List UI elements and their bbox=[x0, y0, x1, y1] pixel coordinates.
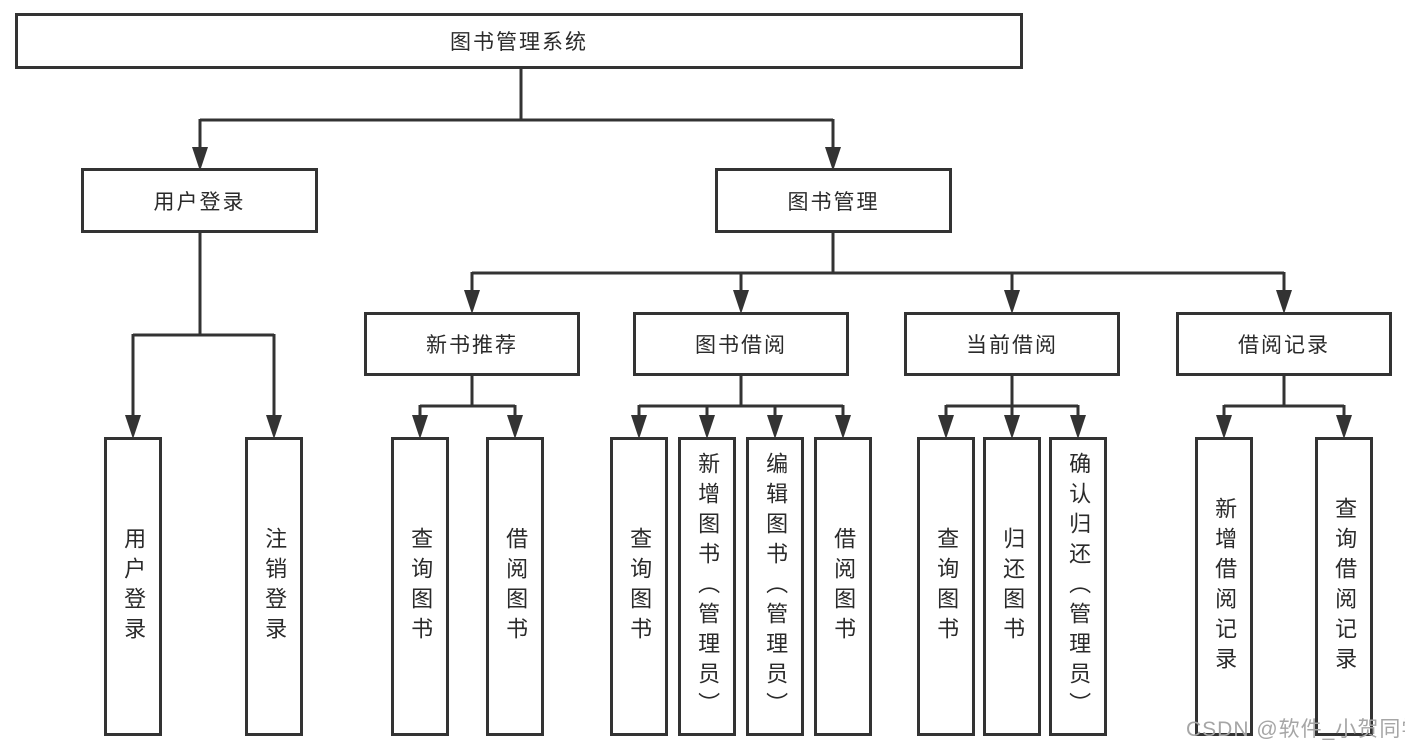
leaf-borrowing-query-books: 查询图书 bbox=[610, 437, 668, 736]
node-root-label: 图书管理系统 bbox=[450, 31, 588, 54]
csdn-watermark: CSDN @软件_小贺同学 bbox=[1186, 718, 1405, 741]
node-book-management-label: 图书管理 bbox=[787, 190, 880, 214]
leaf-recommend-query-books-label: 查询图书 bbox=[408, 526, 434, 647]
leaf-recommend-borrow-books-label: 借阅图书 bbox=[503, 526, 529, 647]
leaf-records-add-record: 新增借阅记录 bbox=[1195, 437, 1253, 736]
node-book-management: 图书管理 bbox=[715, 168, 952, 233]
leaf-borrowing-query-books-label: 查询图书 bbox=[627, 526, 653, 647]
leaf-current-return-books: 归还图书 bbox=[983, 437, 1041, 736]
leaf-current-confirm-return-admin: 确认归还（管理员） bbox=[1049, 437, 1107, 736]
node-book-borrowing-label: 图书借阅 bbox=[695, 334, 787, 357]
node-current-borrowing: 当前借阅 bbox=[904, 312, 1120, 376]
leaf-logout-label: 注销登录 bbox=[262, 526, 288, 647]
leaf-current-query-books: 查询图书 bbox=[917, 437, 975, 736]
node-current-borrowing-label: 当前借阅 bbox=[966, 334, 1058, 357]
node-user-login: 用户登录 bbox=[81, 168, 318, 233]
leaf-current-confirm-return-admin-label: 确认归还（管理员） bbox=[1066, 451, 1092, 722]
leaf-current-query-books-label: 查询图书 bbox=[934, 526, 960, 647]
node-new-book-recommend-label: 新书推荐 bbox=[426, 334, 518, 357]
node-borrow-records: 借阅记录 bbox=[1176, 312, 1392, 376]
leaf-borrowing-edit-books-admin-label: 编辑图书（管理员） bbox=[763, 451, 789, 722]
leaf-user-login: 用户登录 bbox=[104, 437, 162, 736]
node-book-borrowing: 图书借阅 bbox=[633, 312, 849, 376]
leaf-user-login-label: 用户登录 bbox=[121, 526, 147, 647]
leaf-recommend-borrow-books: 借阅图书 bbox=[486, 437, 544, 736]
node-user-login-label: 用户登录 bbox=[153, 190, 246, 214]
leaf-records-query-record-label: 查询借阅记录 bbox=[1332, 496, 1358, 677]
node-root: 图书管理系统 bbox=[15, 13, 1023, 69]
leaf-current-return-books-label: 归还图书 bbox=[1000, 526, 1026, 647]
leaf-logout: 注销登录 bbox=[245, 437, 303, 736]
leaf-recommend-query-books: 查询图书 bbox=[391, 437, 449, 736]
leaf-borrowing-add-books-admin-label: 新增图书（管理员） bbox=[695, 451, 721, 722]
leaf-borrowing-borrow-books: 借阅图书 bbox=[814, 437, 872, 736]
leaf-borrowing-add-books-admin: 新增图书（管理员） bbox=[678, 437, 736, 736]
node-new-book-recommend: 新书推荐 bbox=[364, 312, 580, 376]
leaf-borrowing-borrow-books-label: 借阅图书 bbox=[831, 526, 857, 647]
leaf-borrowing-edit-books-admin: 编辑图书（管理员） bbox=[746, 437, 804, 736]
leaf-records-query-record: 查询借阅记录 bbox=[1315, 437, 1373, 736]
node-borrow-records-label: 借阅记录 bbox=[1238, 334, 1330, 357]
leaf-records-add-record-label: 新增借阅记录 bbox=[1212, 496, 1238, 677]
